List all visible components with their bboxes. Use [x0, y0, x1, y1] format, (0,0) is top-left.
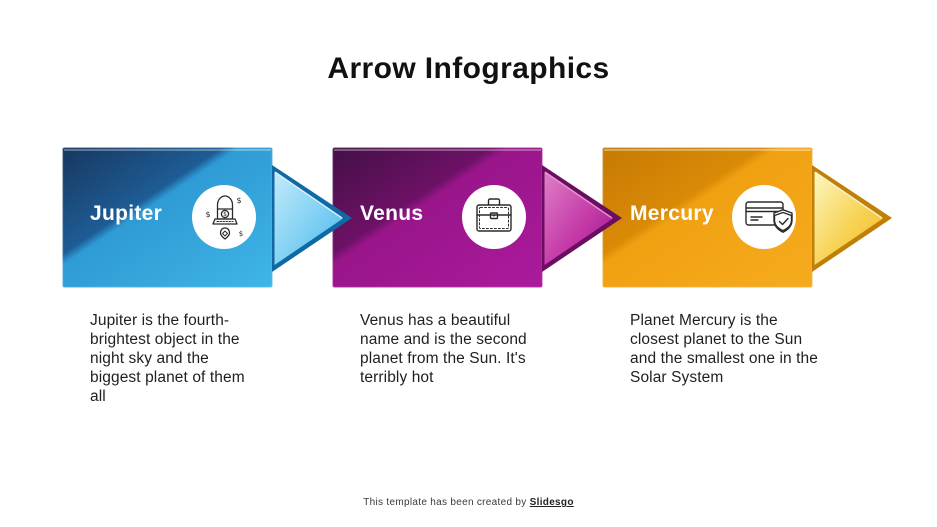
arrow-step-jupiter: $ $ $ $ Jupiter: [60, 145, 360, 295]
svg-text:$: $: [223, 211, 227, 218]
arrow-step-venus: Venus: [330, 145, 630, 295]
step-description-jupiter: Jupiter is the fourth-brightest object i…: [90, 312, 245, 405]
slidesgo-link[interactable]: Slidesgo: [529, 497, 574, 508]
icon-circle: [462, 185, 526, 249]
arrow-step-mercury: Mercury: [600, 145, 900, 295]
svg-text:$: $: [236, 196, 241, 205]
arrow-shape-venus: [331, 146, 622, 289]
arrow-shape-jupiter: $ $ $ $: [61, 146, 352, 289]
icon-circle: [732, 185, 796, 249]
step-label: Mercury: [630, 202, 714, 225]
arrow-shape-mercury: [601, 146, 892, 289]
footer-text: This template has been created by: [363, 497, 530, 508]
briefcase-icon: [476, 198, 512, 232]
rocket-dollar-icon: $ $ $ $: [205, 195, 243, 240]
step-label: Venus: [360, 202, 424, 225]
page-title: Arrow Infographics: [327, 52, 610, 85]
svg-text:$: $: [239, 230, 243, 238]
step-description-mercury: Planet Mercury is the closest planet to …: [630, 312, 818, 386]
svg-text:$: $: [205, 210, 210, 219]
step-label: Jupiter: [90, 202, 163, 225]
credit-card-shield-icon: [745, 201, 793, 233]
step-description-venus: Venus has a beautiful name and is the se…: [360, 312, 527, 386]
footer-credit: This template has been created by Slides…: [0, 497, 937, 508]
